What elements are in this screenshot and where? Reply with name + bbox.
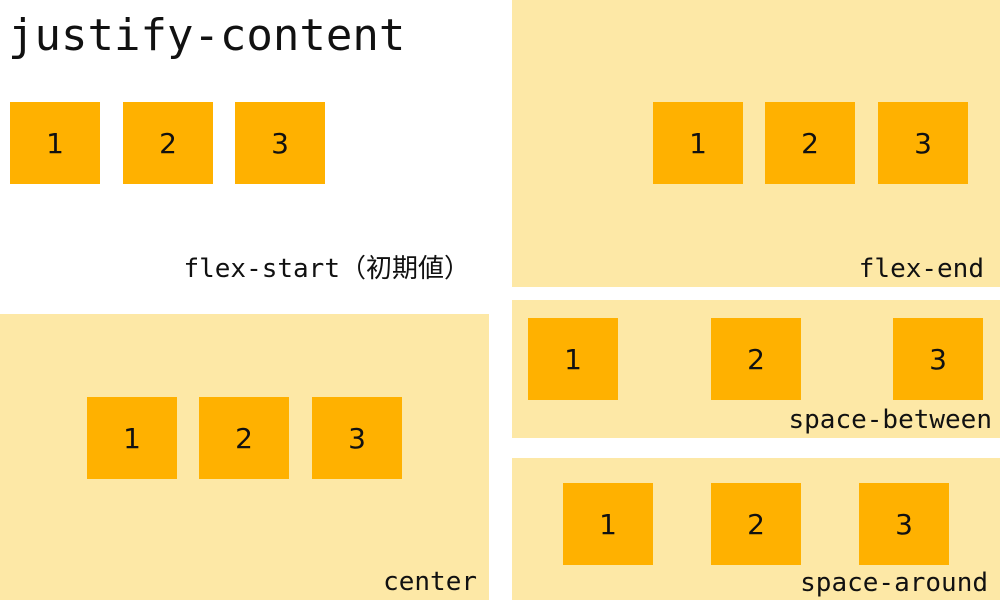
- space-around-box-3: 3: [859, 483, 949, 565]
- flex-start-box-1: 1: [10, 102, 100, 184]
- space-around-label: space-around: [800, 568, 988, 598]
- center-label: center: [383, 567, 477, 597]
- page-title: justify-content: [8, 10, 406, 61]
- flex-end-panel: 1 2 3 flex-end: [512, 0, 1000, 287]
- flex-end-box-2: 2: [765, 102, 855, 184]
- space-between-label: space-between: [788, 405, 993, 435]
- flex-end-box-3: 3: [878, 102, 968, 184]
- center-box-3: 3: [312, 397, 402, 479]
- center-box-2: 2: [199, 397, 289, 479]
- flex-end-label: flex-end: [858, 254, 984, 284]
- space-between-box-2: 2: [711, 318, 801, 400]
- space-between-box-1: 1: [528, 318, 618, 400]
- space-around-panel: 1 2 3 space-around: [512, 458, 1000, 600]
- flex-start-box-3: 3: [235, 102, 325, 184]
- space-between-box-3: 3: [893, 318, 983, 400]
- center-panel: 1 2 3 center: [0, 314, 489, 600]
- flex-end-box-1: 1: [653, 102, 743, 184]
- flex-start-label: flex-start（初期値）: [183, 254, 470, 284]
- center-box-1: 1: [87, 397, 177, 479]
- flex-start-panel: 1 2 3 flex-start（初期値）: [0, 88, 490, 298]
- space-around-box-2: 2: [711, 483, 801, 565]
- flex-start-box-2: 2: [123, 102, 213, 184]
- space-around-box-1: 1: [563, 483, 653, 565]
- space-between-panel: 1 2 3 space-between: [512, 300, 1000, 438]
